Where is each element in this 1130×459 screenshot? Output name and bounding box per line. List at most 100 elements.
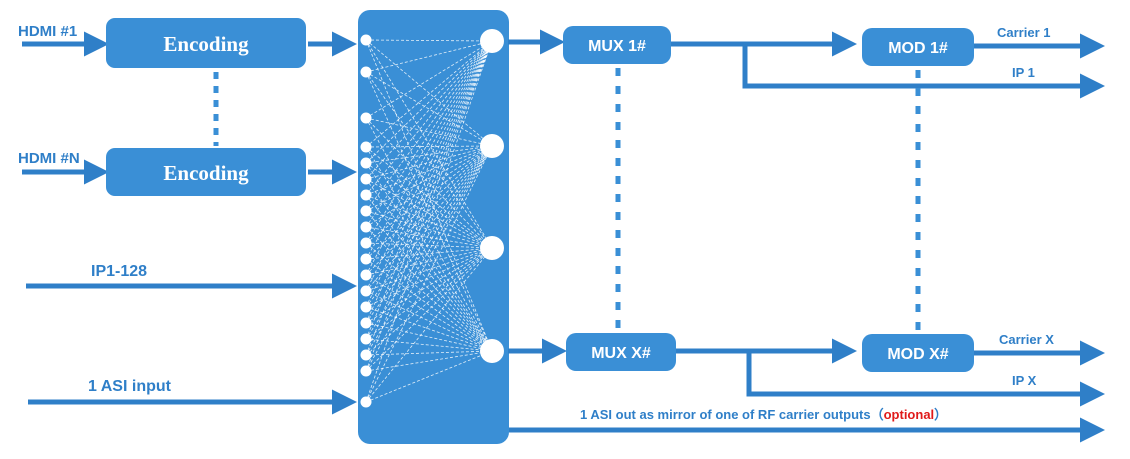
matrix-crosspoint-line (365, 350, 493, 372)
matrix-input-port (360, 237, 372, 249)
asi-input-label: 1 ASI input (88, 378, 172, 395)
matrix-crosspoint-line (365, 39, 493, 249)
matrix-crosspoint-line (365, 306, 493, 352)
matrix-crosspoint-line (365, 247, 493, 292)
matrix-crosspoint-line (365, 40, 493, 403)
asi-output-label: 1 ASI out as mirror of one of RF carrier… (580, 407, 947, 422)
matrix-crosspoint-line (365, 145, 493, 260)
encoder-label-1: Encoding (163, 32, 249, 56)
matrix-crosspoint-line (365, 40, 493, 356)
matrix-input-port (360, 349, 372, 361)
matrix-input-port (360, 112, 372, 124)
matrix-crosspoint-line (365, 40, 493, 308)
matrix-input-port (360, 333, 372, 345)
matrix-input-port (360, 173, 372, 185)
matrix-crosspoint-line (365, 247, 493, 308)
matrix-output-port (480, 134, 504, 158)
matrix-crosspoint-line (365, 226, 493, 352)
ip-x-label: IP X (1012, 373, 1037, 388)
matrix-crosspoint-line (365, 247, 493, 340)
hdmi-1-label: HDMI #1 (18, 23, 77, 40)
matrix-crosspoint-line (365, 39, 493, 42)
mux-1-label: MUX 1# (588, 38, 646, 55)
matrix-crosspoint-line (365, 210, 493, 352)
matrix-output-port (480, 339, 504, 363)
matrix-crosspoint-line (365, 247, 493, 356)
matrix-crosspoint-line (365, 322, 493, 352)
matrix-crosspoint-line (365, 40, 493, 340)
matrix-input-port (360, 317, 372, 329)
matrix-crosspoint-line (365, 145, 493, 180)
matrix-crosspoint-line (365, 117, 493, 249)
matrix-crosspoint-line (365, 194, 493, 249)
matrix-crosspoint-line (365, 40, 493, 276)
asi-output-optional-tag: optional (884, 407, 935, 422)
matrix-crosspoint-line (365, 40, 493, 228)
matrix-crosspoint-line (365, 40, 493, 73)
encoder-box-1 (106, 18, 306, 68)
matrix-input-port (360, 157, 372, 169)
matrix-crosspoint-line (365, 145, 493, 403)
mod-x-label: MOD X# (887, 346, 948, 363)
mux-1-box (563, 26, 671, 64)
matrix-crosspoint-line (365, 290, 493, 352)
matrix-crosspoint-line (365, 146, 493, 249)
matrix-crosspoint-line (365, 242, 493, 352)
matrix-crosspoint-line (365, 145, 493, 372)
matrix-crosspoint-line (365, 145, 493, 308)
matrix-crosspoint-line (365, 247, 493, 260)
matrix-crosspoint-line (365, 338, 493, 352)
matrix-crosspoint-line (365, 145, 493, 356)
mux-x-box (566, 333, 676, 371)
mod-x-box (862, 334, 974, 372)
matrix-input-port (360, 269, 372, 281)
switch-matrix-mesh (365, 39, 493, 403)
matrix-output-port (480, 29, 504, 53)
matrix-crosspoint-line (365, 71, 493, 352)
matrix-crosspoint-line (365, 145, 493, 292)
matrix-input-port (360, 365, 372, 377)
matrix-input-port (360, 285, 372, 297)
mod-1-box (862, 28, 974, 66)
matrix-crosspoint-line (365, 210, 493, 249)
matrix-crosspoint-line (365, 40, 493, 260)
matrix-crosspoint-line (365, 242, 493, 249)
matrix-crosspoint-line (365, 350, 493, 356)
matrix-crosspoint-line (365, 247, 493, 372)
matrix-input-port (360, 253, 372, 265)
matrix-crosspoint-line (365, 178, 493, 352)
matrix-input-port (360, 205, 372, 217)
hdmi-n-label: HDMI #N (18, 150, 80, 167)
mux-1-ip-1-branch (742, 44, 1105, 99)
matrix-crosspoint-line (365, 39, 493, 147)
carrier-1-label: Carrier 1 (997, 25, 1050, 40)
matrix-crosspoint-line (365, 40, 493, 180)
matrix-input-port (360, 221, 372, 233)
matrix-crosspoint-line (365, 40, 493, 148)
matrix-crosspoint-line (365, 40, 493, 372)
matrix-crosspoint-line (365, 226, 493, 249)
matrix-crosspoint-line (365, 145, 493, 164)
matrix-output-port (480, 236, 504, 260)
matrix-crosspoint-line (365, 145, 493, 212)
asi-output-close-paren: ） (934, 407, 947, 422)
matrix-input-port (360, 396, 372, 408)
matrix-crosspoint-line (365, 40, 493, 292)
matrix-crosspoint-line (365, 40, 493, 212)
matrix-input-port (360, 66, 372, 78)
matrix-crosspoint-line (365, 145, 493, 324)
matrix-crosspoint-line (365, 40, 493, 324)
matrix-crosspoint-line (365, 247, 493, 324)
matrix-crosspoint-line (365, 178, 493, 249)
matrix-crosspoint-line (365, 40, 493, 164)
matrix-crosspoint-line (365, 162, 493, 352)
matrix-crosspoint-line (365, 40, 493, 196)
matrix-input-port (360, 34, 372, 46)
matrix-crosspoint-line (365, 247, 493, 276)
matrix-input-ports (360, 34, 372, 408)
ip-input-label: IP1-128 (91, 263, 147, 280)
matrix-crosspoint-line (365, 117, 493, 147)
ip-1-label: IP 1 (1012, 65, 1035, 80)
matrix-crosspoint-line (365, 145, 493, 196)
